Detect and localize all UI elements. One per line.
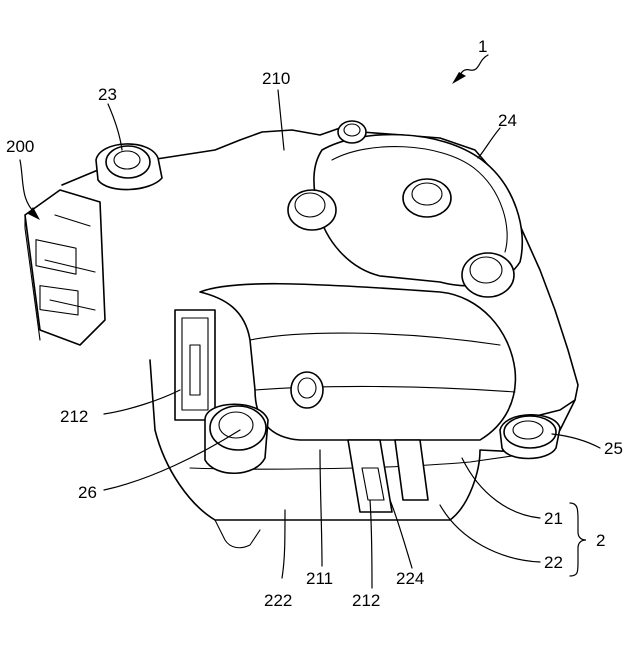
ref-arrow-1-head — [452, 72, 466, 84]
mounting-lug-26 — [205, 404, 268, 473]
gear-top-boss — [338, 121, 366, 143]
mounting-lug-23 — [96, 144, 162, 190]
mounting-lug-25 — [500, 415, 560, 459]
latch-212-left — [175, 310, 215, 420]
ref-arrow-200 — [20, 160, 36, 214]
label-23: 23 — [98, 85, 117, 104]
label-210: 210 — [262, 69, 290, 88]
label-211: 211 — [306, 569, 333, 588]
leader-212a — [104, 390, 180, 414]
lower-case-bottom-edge — [215, 520, 260, 548]
label-22: 22 — [544, 553, 563, 572]
latch-212-bottom — [348, 440, 428, 512]
leader-24 — [478, 128, 500, 158]
label-224: 224 — [396, 569, 424, 588]
brace-2 — [570, 503, 586, 576]
leader-21 — [462, 458, 540, 518]
label-1: 1 — [478, 37, 487, 56]
connector-200 — [25, 190, 105, 345]
label-21: 21 — [544, 509, 563, 528]
label-26: 26 — [78, 483, 97, 502]
leader-212b — [370, 500, 372, 588]
label-212-left: 212 — [60, 407, 88, 426]
leader-22 — [440, 505, 540, 562]
label-25: 25 — [604, 439, 623, 458]
label-200: 200 — [6, 137, 34, 156]
gear-left-boss — [288, 190, 336, 230]
label-24: 24 — [498, 111, 517, 130]
leader-23 — [108, 104, 122, 150]
gear-right-boss — [462, 253, 514, 297]
leader-224 — [390, 500, 412, 568]
motor-boss — [291, 372, 323, 408]
leader-25 — [552, 434, 600, 448]
label-212-bottom: 212 — [352, 591, 380, 610]
label-222: 222 — [264, 591, 292, 610]
leader-210 — [278, 90, 284, 150]
leader-211 — [320, 450, 322, 566]
gear-center-boss — [403, 179, 451, 217]
label-2: 2 — [596, 531, 605, 550]
